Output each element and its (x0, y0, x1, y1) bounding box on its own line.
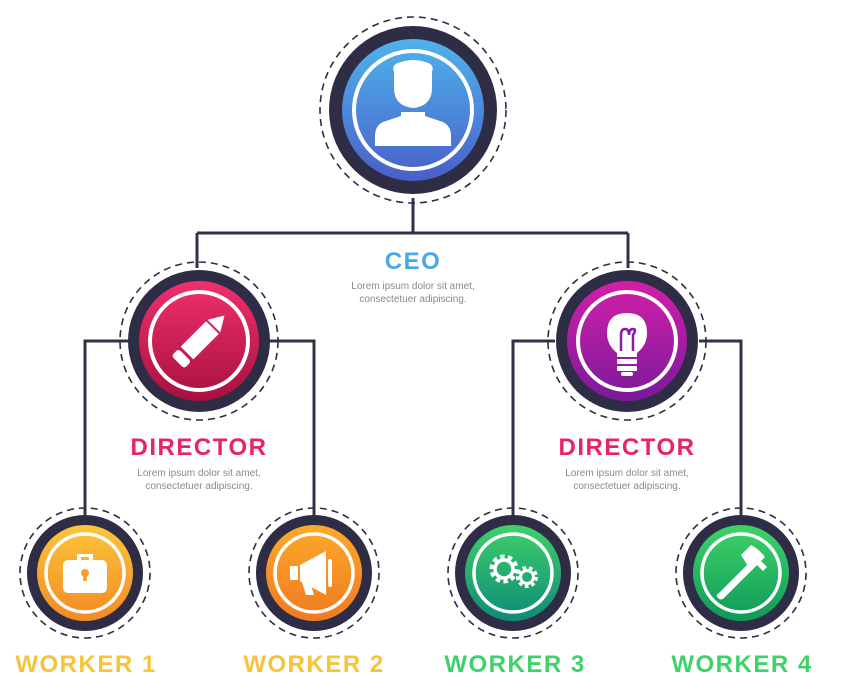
briefcase-icon (63, 554, 107, 593)
gears-icon (489, 554, 538, 588)
node-ceo (319, 16, 507, 204)
inner-ring (148, 290, 250, 392)
connector-ceo-to-directors (195, 198, 630, 268)
director-left-title: DIRECTOR (130, 434, 268, 461)
connector-director-left-to-workers (83, 339, 316, 516)
pencil-icon (172, 315, 225, 368)
hammer-icon (716, 545, 767, 600)
dashed-ring (675, 507, 807, 639)
lightbulb-icon (607, 313, 647, 376)
worker-2-title: WORKER 2 (243, 651, 385, 678)
person-icon (375, 60, 451, 146)
inner-ring (44, 532, 126, 614)
ceo-description: Lorem ipsum dolor sit amet, consectetuer… (351, 280, 474, 306)
director-left-description: Lorem ipsum dolor sit amet, consectetuer… (137, 467, 260, 493)
dashed-ring (119, 261, 279, 421)
director-right-description-line-1: Lorem ipsum dolor sit amet, (565, 468, 689, 479)
worker-1-title: WORKER 1 (15, 651, 157, 678)
worker-4-title: WORKER 4 (671, 651, 813, 678)
director-right-description: Lorem ipsum dolor sit amet, consectetuer… (565, 467, 688, 493)
ceo-description-line-2: consectetuer adipiscing. (359, 294, 467, 305)
dashed-ring (248, 507, 380, 639)
inner-ring (273, 532, 355, 614)
dashed-ring (19, 507, 151, 639)
director-left-description-line-1: Lorem ipsum dolor sit amet, (137, 468, 261, 479)
dashed-ring (319, 16, 507, 204)
connector-director-right-to-workers (511, 339, 743, 516)
director-right-description-line-2: consectetuer adipiscing. (573, 481, 681, 492)
inner-ring (352, 49, 474, 171)
node-worker-2 (248, 507, 380, 639)
node-worker-4 (675, 507, 807, 639)
node-worker-3 (447, 507, 579, 639)
inner-ring (576, 290, 678, 392)
director-right-title: DIRECTOR (558, 434, 696, 461)
director-left-description-line-2: consectetuer adipiscing. (145, 481, 253, 492)
connector-lines (83, 198, 743, 516)
ceo-description-line-1: Lorem ipsum dolor sit amet, (351, 281, 475, 292)
worker-3-title: WORKER 3 (444, 651, 586, 678)
node-director-right (547, 261, 707, 421)
dashed-ring (547, 261, 707, 421)
inner-ring (472, 532, 554, 614)
node-worker-1 (19, 507, 151, 639)
node-director-left (119, 261, 279, 421)
ceo-title: CEO (384, 248, 442, 275)
dashed-ring (447, 507, 579, 639)
megaphone-icon (290, 551, 332, 595)
inner-ring (700, 532, 782, 614)
